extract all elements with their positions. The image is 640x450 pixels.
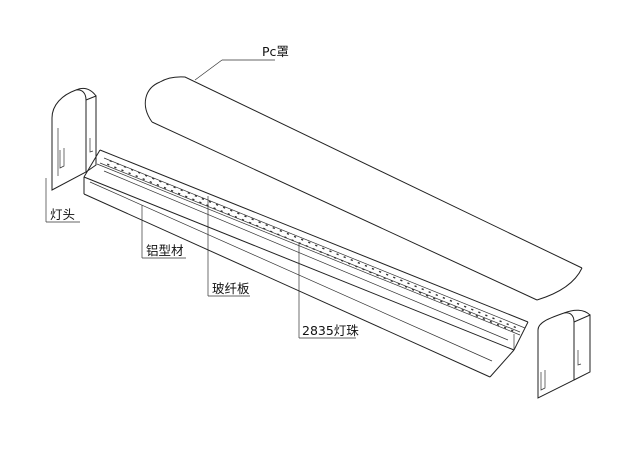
led-bead bbox=[475, 311, 481, 318]
led-bead bbox=[340, 256, 346, 262]
led-bead bbox=[255, 221, 261, 227]
led-bead bbox=[312, 244, 318, 251]
led-bead bbox=[184, 192, 191, 198]
led-bead bbox=[227, 209, 233, 216]
led-bead bbox=[192, 194, 198, 201]
led-bead bbox=[199, 197, 205, 204]
led-bead bbox=[121, 165, 127, 172]
label-aluminum-profile: 铝型材 bbox=[146, 243, 184, 258]
led-bead bbox=[305, 241, 311, 248]
led-bead bbox=[461, 305, 467, 312]
led-bead bbox=[262, 224, 268, 230]
led-bead bbox=[114, 162, 120, 169]
label-led-beads: 2835灯珠 bbox=[302, 323, 359, 338]
pc-cover bbox=[144, 76, 583, 301]
led-bead bbox=[425, 291, 431, 297]
led-bead bbox=[135, 171, 141, 178]
led-bead bbox=[170, 186, 176, 192]
led-bead bbox=[106, 160, 113, 166]
led-bead bbox=[496, 320, 502, 326]
led-bead bbox=[376, 270, 382, 277]
led-bead bbox=[234, 212, 240, 219]
led-bead bbox=[383, 273, 389, 280]
led-bead bbox=[277, 229, 283, 236]
led-bead bbox=[269, 226, 276, 233]
led-bead bbox=[326, 250, 332, 256]
led-bead bbox=[482, 314, 488, 321]
leader-lines bbox=[45, 59, 356, 339]
led-bead bbox=[355, 261, 361, 268]
led-bead bbox=[291, 235, 297, 242]
led-bead bbox=[397, 279, 403, 286]
led-bead bbox=[248, 218, 254, 224]
led-bead bbox=[440, 296, 446, 303]
led-bead bbox=[447, 299, 453, 306]
led-bead bbox=[142, 174, 148, 181]
label-end-cap: 灯头 bbox=[50, 207, 75, 222]
led-bead bbox=[411, 285, 417, 291]
led-bead bbox=[220, 206, 226, 213]
led-bead bbox=[468, 308, 474, 315]
aluminum-profile bbox=[83, 149, 529, 378]
label-pc-cover: Pc罩 bbox=[262, 44, 289, 59]
led-bead bbox=[206, 200, 212, 207]
led-bead bbox=[319, 247, 325, 254]
led-bead bbox=[510, 326, 517, 332]
led-bead bbox=[454, 302, 460, 309]
led-bead bbox=[241, 215, 247, 221]
led-bead bbox=[432, 293, 439, 300]
led-bead bbox=[128, 168, 134, 175]
led-bead bbox=[404, 282, 410, 288]
led-bead bbox=[369, 267, 375, 274]
led-bead bbox=[163, 183, 169, 189]
led-bead bbox=[156, 180, 162, 187]
led-bead bbox=[177, 189, 183, 195]
led-bead bbox=[503, 323, 509, 329]
end-cap-left bbox=[51, 87, 97, 191]
end-cap-right bbox=[537, 309, 591, 399]
led-bead bbox=[489, 317, 495, 323]
led-bead bbox=[298, 238, 304, 245]
led-bead bbox=[333, 253, 339, 259]
fiberglass-board bbox=[99, 157, 526, 333]
label-fiberglass-board: 玻纤板 bbox=[212, 281, 250, 296]
led-bead bbox=[418, 288, 424, 294]
led-bead bbox=[149, 177, 155, 184]
led-bead bbox=[362, 264, 368, 271]
led-bead bbox=[213, 203, 219, 210]
led-bead bbox=[347, 258, 354, 265]
led-bead bbox=[390, 276, 396, 283]
led-bead bbox=[284, 232, 290, 239]
